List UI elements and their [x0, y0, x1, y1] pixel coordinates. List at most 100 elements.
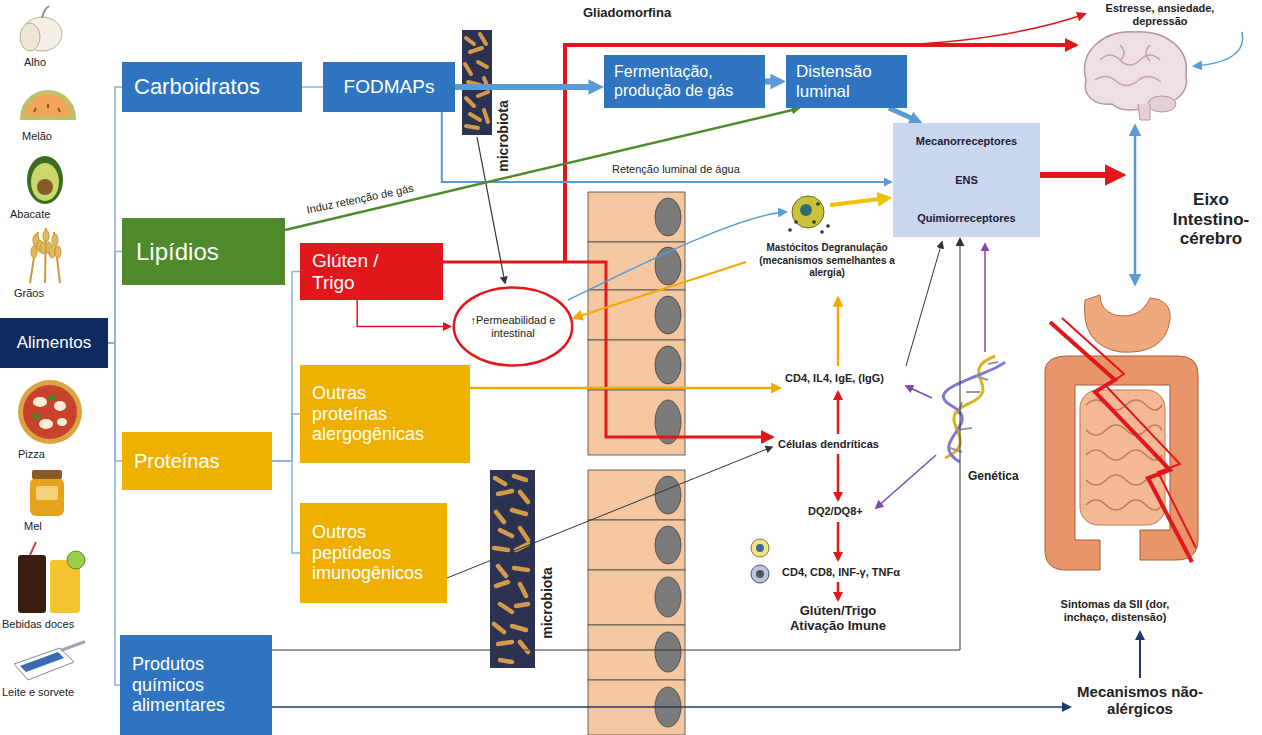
pizza-icon-part [32, 414, 40, 419]
immune-arrow [837, 582, 840, 600]
connector-arrow [272, 272, 300, 462]
epithelium-cells [588, 192, 685, 735]
melon-icon [22, 92, 74, 118]
nutrient-box: Carboidratos [122, 62, 302, 112]
dna-icon [943, 356, 1005, 462]
epithelium-cells-part [588, 390, 685, 455]
immune-arrow [837, 522, 840, 560]
honey-icon-part [36, 486, 58, 500]
immune-cell-icon-part [756, 544, 764, 552]
node-text: Fermentação, produção de gás [614, 63, 755, 100]
milk-icon-part [14, 648, 74, 680]
milk-icon [14, 642, 84, 680]
nutrient-box: Proteínas [122, 432, 272, 490]
mast-cell-icon-part [816, 202, 820, 206]
annotation-label: Abacate [10, 208, 50, 221]
annotation-label: Estresse, ansiedade, depressão [1095, 2, 1225, 27]
honey-icon-part [30, 478, 64, 516]
melon-icon-part [22, 92, 74, 118]
pizza-icon-part [57, 418, 67, 426]
node-text: ENS [955, 174, 978, 187]
gut-illustration-part [1080, 390, 1165, 525]
cytokine-arrow [906, 242, 942, 366]
microbiota-image-part [490, 470, 535, 668]
mast-cell-icon-part [820, 230, 824, 234]
pizza-icon-part [23, 385, 77, 439]
avocado-icon [27, 156, 63, 204]
microbiota-image-part [465, 34, 488, 128]
grain-icon-part [43, 230, 49, 242]
annotation-label: Melão [22, 130, 52, 143]
pizza-icon-part [39, 419, 53, 429]
epithelium-cells-part [588, 192, 685, 242]
mast-cell-icon-part [794, 220, 798, 224]
process-box: Fermentação, produção de gás [604, 55, 765, 108]
vertical-label: microbiota [539, 567, 555, 639]
annotation-label: Células dendríticas [778, 438, 879, 451]
immune-arrow [837, 392, 840, 434]
grain-icon-part [52, 234, 58, 246]
gut-illustration-part [1062, 318, 1196, 548]
microbiota-image [462, 30, 492, 135]
gut-illustration [1045, 295, 1198, 570]
node-text: Produtos químicos alimentares [132, 654, 260, 716]
drink-icon [18, 542, 85, 613]
sensor-to-brain-arrow [1040, 172, 1120, 178]
pizza-icon-part [48, 396, 56, 401]
pizza-icon [18, 380, 82, 444]
melon-icon-part [34, 104, 60, 112]
brain-illustration-part [1095, 45, 1161, 86]
epithelium-cells-part [588, 470, 685, 520]
epithelium-cells-part [655, 296, 681, 334]
milk-icon-part [20, 652, 64, 672]
mast-cell-icon [788, 196, 830, 234]
node-text: Carboidratos [134, 74, 260, 99]
stress-curve [1194, 32, 1243, 66]
drink-icon-part [67, 551, 85, 569]
immune-cell-icon-part [751, 539, 769, 557]
peptide-arrow [447, 447, 772, 578]
pizza-icon-part [18, 380, 82, 444]
immune-cell-icon-part [756, 570, 764, 578]
pizza-icon-part [33, 397, 47, 407]
connector-arrow [889, 108, 914, 119]
node-text: Alimentos [17, 333, 92, 353]
mast-cell-icon-part [800, 204, 812, 216]
permeability-curve [568, 212, 786, 300]
connector-arrow [357, 300, 446, 327]
node-text: Outros peptídeos imunogênicos [312, 522, 435, 584]
node-text: Outras proteínas alergogênicas [312, 383, 434, 445]
brain-illustration [1085, 32, 1187, 120]
nutrient-box: Produtos químicos alimentares [120, 635, 272, 735]
grain-icon-part [30, 228, 60, 283]
connector-arrow [272, 414, 300, 461]
ige-arrow [837, 298, 840, 366]
receptor-box: MecanorreceptoresENSQuimiorreceptores [893, 123, 1040, 237]
gut-illustration-part [1084, 295, 1170, 352]
annotation-label: Gliadomorfina [583, 6, 671, 21]
brain-illustration-part [1148, 96, 1176, 112]
permeability-circle: ↑Permeabilidad e intestinal [452, 285, 574, 368]
gliadomorphin-arrow [565, 45, 1076, 262]
grain-icon [30, 228, 61, 283]
node-text: Mecanorreceptores [916, 135, 1018, 148]
annotation-label: Glúten/Trigo Ativação Imune [783, 604, 893, 634]
symptom-arrow [1139, 632, 1141, 678]
thin-red-arrow [900, 14, 1085, 45]
annotation-label: Bebidas doces [2, 618, 74, 631]
process-box: FODMAPs [323, 62, 455, 112]
mast-cell-icon-part [826, 224, 830, 228]
garlic-icon [20, 6, 62, 51]
node-text: Lipídios [136, 238, 219, 266]
connector-arrow [302, 86, 323, 88]
gut-illustration-part [1050, 322, 1192, 562]
dna-icon-part [943, 362, 1005, 462]
protein-box: Outras proteínas alergogênicas [300, 365, 470, 463]
connector-arrow [272, 243, 960, 650]
annotation-label: DQ2/DQ8+ [808, 505, 863, 518]
epithelium-cells-part [655, 526, 681, 564]
annotation-label: Mecanismos não-alérgicos [1075, 683, 1205, 718]
grain-icon-part [40, 242, 46, 254]
annotation-label: Retenção luminal de água [612, 163, 740, 176]
epithelium-cells-part [588, 520, 685, 570]
